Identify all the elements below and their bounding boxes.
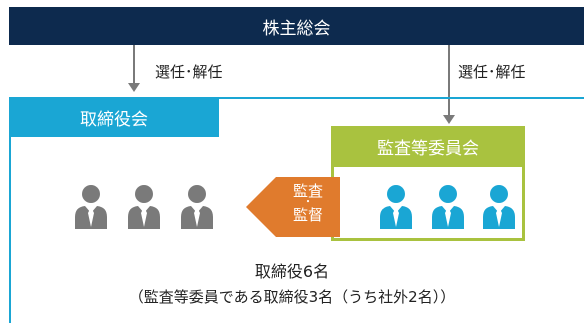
- audit-dot: ・: [303, 197, 313, 208]
- board-composition-summary: 取締役6名 （監査等委員である取締役3名（うち社外2名））: [0, 258, 584, 307]
- person-icon: [380, 185, 412, 229]
- shareholders-meeting-box: 株主総会: [9, 7, 584, 45]
- directors-count: 取締役6名: [254, 262, 330, 281]
- person-icon: [483, 185, 515, 229]
- audit-committee-label: 監査等委員会: [377, 139, 479, 159]
- audit-label: 監査: [292, 182, 323, 200]
- audit-supervise-arrow: [246, 177, 340, 237]
- committee-directors-count: （監査等委員である取締役3名（うち社外2名））: [128, 288, 456, 306]
- supervise-label: 監督: [292, 206, 323, 224]
- board-of-directors-frame: [9, 97, 584, 323]
- board-of-directors-label: 取締役会: [80, 109, 148, 130]
- person-icon: [75, 185, 107, 229]
- elect-dismiss-label-board: 選任･解任: [155, 63, 223, 81]
- person-icon: [128, 185, 160, 229]
- board-of-directors-title: 取締役会: [9, 97, 219, 137]
- person-icon: [432, 185, 464, 229]
- shareholders-meeting-label: 株主総会: [262, 18, 331, 39]
- audit-committee-title: 監査等委員会: [331, 126, 525, 167]
- elect-dismiss-label-committee: 選任･解任: [458, 63, 526, 81]
- audit-supervise-arrow-shape: [246, 177, 340, 237]
- audit-supervise-text: 監査 ・ 監督: [278, 182, 338, 224]
- person-icon: [181, 185, 213, 229]
